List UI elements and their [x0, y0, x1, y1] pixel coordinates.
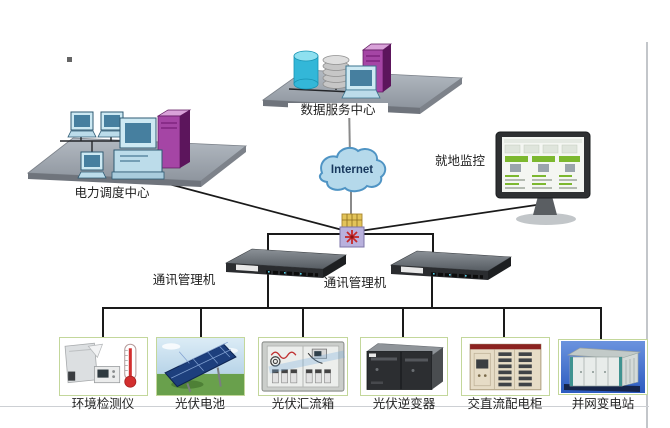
label-local-monitor: 就地监控 [434, 154, 485, 168]
monitor-icon [495, 131, 591, 225]
environment-detector-icon [64, 342, 137, 388]
device-box-acdc-cabinet [461, 337, 550, 396]
label-internet: Internet [330, 164, 374, 176]
page-bottom-rule [0, 406, 649, 407]
server-tower-icon [156, 109, 192, 169]
small-square-artifact [67, 57, 72, 62]
pc-icon [77, 151, 107, 179]
dispatch-center-platform [26, 109, 248, 187]
hub-router-icon [339, 213, 365, 248]
pv-combiner-box-icon [261, 341, 346, 392]
big-computer-icon [111, 117, 165, 180]
device-label-pv-inverter: 光伏逆变器 [372, 397, 436, 411]
monitor-screen-content [504, 139, 582, 189]
device-label-pv-combiner: 光伏汇流箱 [271, 397, 335, 411]
device-box-environment-detector [59, 337, 148, 396]
acdc-distribution-cabinet-icon [469, 343, 542, 391]
pc-icon [67, 111, 97, 138]
label-dispatch-center: 电力调度中心 [74, 186, 150, 200]
workstation-icon [341, 65, 381, 99]
label-comm-manager-left: 通讯管理机 [152, 273, 216, 287]
device-box-pv-combiner [258, 337, 348, 396]
pc-icon [97, 111, 127, 138]
comm-manager-switch-left [224, 248, 347, 278]
label-comm-manager-right: 通讯管理机 [323, 276, 387, 290]
comm-manager-switch-right [389, 250, 512, 280]
device-label-pv-panel: 光伏电池 [174, 397, 225, 411]
device-label-env-detector: 环境检测仪 [71, 397, 135, 411]
device-label-acdc-cabinet: 交直流配电柜 [467, 397, 543, 411]
device-box-grid-substation [558, 339, 648, 395]
connection-lines [102, 101, 602, 342]
internet-cloud [318, 146, 387, 193]
label-data-center: 数据服务中心 [288, 103, 388, 118]
grid-substation-icon [561, 341, 645, 393]
data-center-platform [261, 43, 464, 114]
disc-stack-icon [322, 55, 350, 89]
device-box-pv-inverter [360, 337, 448, 396]
pv-panel-icon [157, 338, 244, 395]
device-label-grid-substation: 并网变电站 [571, 397, 635, 411]
page-right-border [646, 42, 648, 428]
device-box-pv-panel [156, 337, 245, 396]
pv-inverter-icon [366, 343, 444, 390]
database-cylinder-icon [293, 50, 319, 90]
